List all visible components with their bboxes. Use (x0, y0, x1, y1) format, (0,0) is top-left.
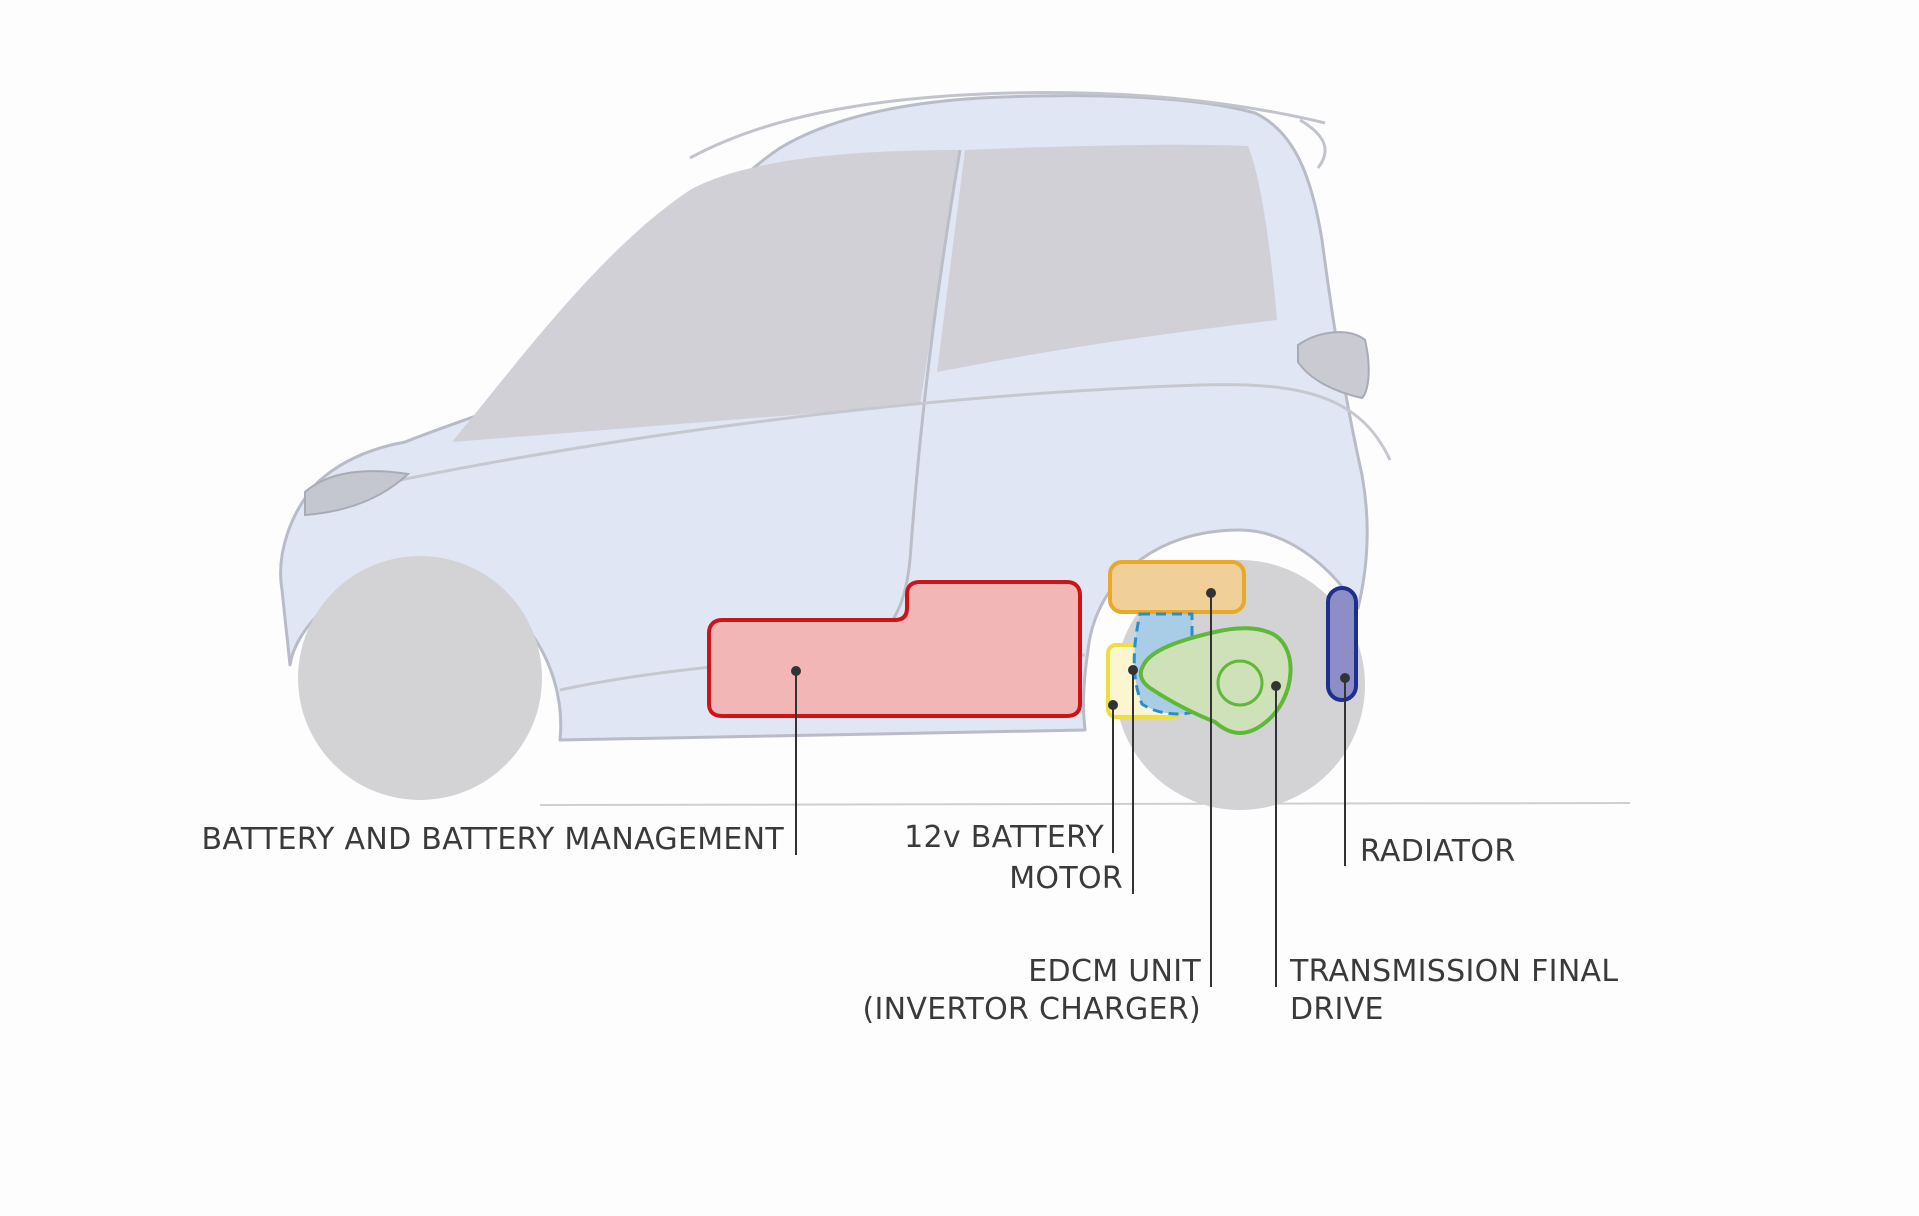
label-edcm: EDCM UNIT (INVERTOR CHARGER) (863, 953, 1201, 1029)
final-drive-gear (1216, 659, 1264, 707)
edcm-unit (1108, 560, 1246, 614)
label-transmission: TRANSMISSION FINAL DRIVE (1290, 953, 1618, 1029)
label-battery-12v: 12v BATTERY (904, 819, 1104, 857)
label-radiator: RADIATOR (1360, 833, 1515, 871)
ground-line (539, 802, 1631, 806)
label-battery: BATTERY AND BATTERY MANAGEMENT (201, 821, 784, 859)
label-motor-line-1: MOTOR (1009, 861, 1123, 896)
spoiler-sketch-line (1299, 118, 1327, 169)
label-radiator-line-1: RADIATOR (1360, 834, 1516, 869)
label-transmission-line-2: DRIVE (1290, 992, 1384, 1027)
roof-sketch-line (689, 90, 1326, 160)
motor-leader-dot (1128, 665, 1138, 675)
edcm-leader-dot (1206, 588, 1216, 598)
battery-leader-dot (791, 666, 801, 676)
radiator-leader-dot (1340, 673, 1350, 683)
rear-window (937, 144, 1277, 372)
radiator (1326, 586, 1358, 702)
front-window (452, 150, 960, 442)
headlight (304, 470, 411, 517)
battery12v-leader-dot (1108, 700, 1118, 710)
label-transmission-line-1: TRANSMISSION FINAL (1290, 954, 1619, 989)
transmission-final-drive (1138, 626, 1293, 735)
label-edcm-line-2: (INVERTOR CHARGER) (862, 992, 1201, 1027)
label-battery-line-1: BATTERY AND BATTERY MANAGEMENT (201, 822, 784, 857)
front-wheel (298, 556, 542, 800)
character-line (399, 383, 1392, 482)
tail-light (1297, 331, 1370, 400)
battery-pack (707, 580, 1082, 718)
label-edcm-line-1: EDCM UNIT (1028, 954, 1201, 989)
label-motor: MOTOR (1009, 860, 1123, 898)
transmission-leader-dot (1271, 681, 1281, 691)
label-battery-12v-line-1: 12v BATTERY (904, 820, 1104, 855)
